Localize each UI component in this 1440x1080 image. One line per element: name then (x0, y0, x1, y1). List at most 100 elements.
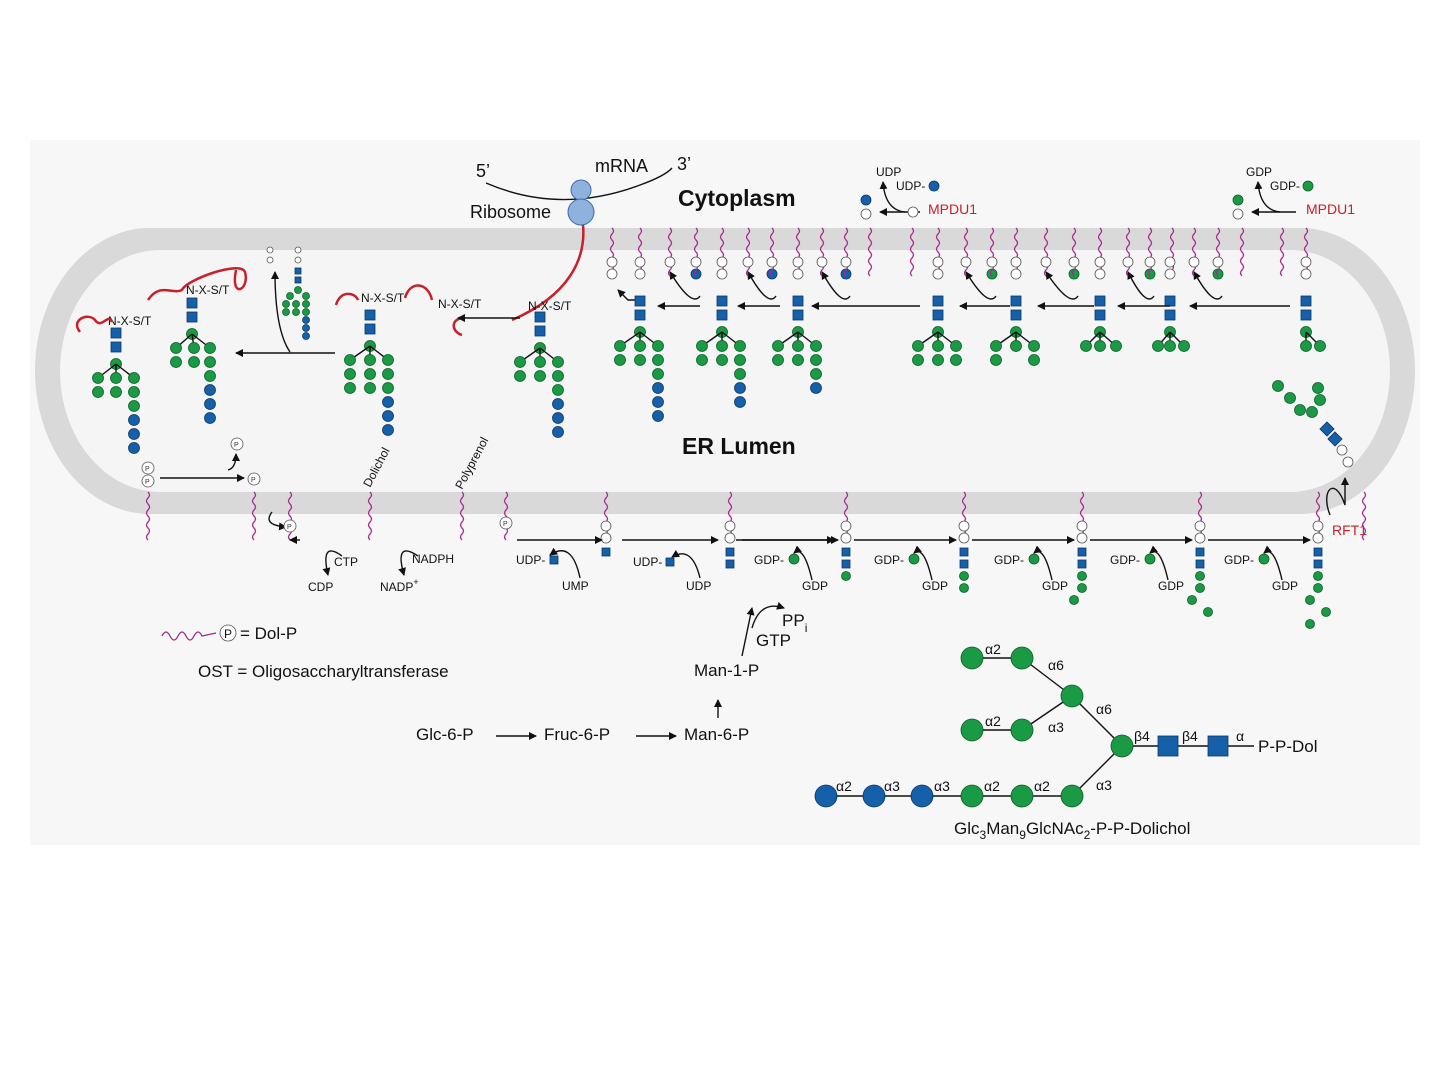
cofactor-gdp: GDP (922, 579, 948, 593)
dolichol-chain (1303, 227, 1309, 277)
glc3man9glcnac2-structure: α2 α6 α2 α3 α6 β4 β4 α α2 α3 α3 α2 α2 α3… (814, 641, 1318, 842)
label-rft1: RFT1 (1332, 522, 1367, 538)
nascent-peptide (511, 224, 585, 322)
dolichol-legend-icon (161, 631, 217, 641)
dolichol-chain (1079, 491, 1085, 541)
mannose-icon (1300, 340, 1312, 352)
mannose-icon (382, 382, 394, 394)
svg-text:P: P (234, 442, 239, 449)
glucose-icon (652, 410, 664, 422)
glucose-icon (652, 382, 664, 394)
mrna-strand (485, 167, 673, 201)
glcnac-icon (1300, 309, 1312, 321)
dolichol-chain (1239, 227, 1245, 277)
mannose-icon (932, 340, 944, 352)
glucose-icon (734, 396, 746, 408)
mannose-icon (716, 354, 728, 366)
phosphate-icon (742, 256, 754, 268)
glcnac-icon (1010, 309, 1022, 321)
glucose-icon (928, 180, 940, 192)
mannose-icon (772, 354, 784, 366)
mannose-icon (1195, 571, 1205, 581)
dolichol-chain (609, 227, 615, 277)
mannose-icon (960, 784, 984, 808)
mannose-icon (990, 340, 1002, 352)
svg-text:α2: α2 (985, 713, 1001, 729)
mannose-icon (810, 340, 822, 352)
glcnac-icon (959, 559, 969, 569)
mannose-icon (1305, 619, 1315, 629)
mannose-icon (1258, 553, 1270, 565)
mannose-icon (990, 354, 1002, 366)
mannose-icon (382, 368, 394, 380)
glucose-icon (128, 428, 140, 440)
mannose-icon (1164, 340, 1176, 352)
svg-text:P: P (145, 466, 150, 473)
phosphate-icon (1010, 256, 1022, 268)
glucose-icon (128, 414, 140, 426)
mannose-icon (696, 354, 708, 366)
mannose-icon (734, 368, 746, 380)
cofactor-gdp: GDP (802, 579, 828, 593)
svg-text:P: P (251, 477, 256, 484)
phosphate-icon (907, 206, 919, 218)
label-mrna: mRNA (595, 156, 648, 176)
cofactor-ctp: CTP (334, 555, 358, 569)
glcnac-icon (186, 311, 198, 323)
mannose-icon (188, 356, 200, 368)
cofactor-udp-bottom: UDP (686, 579, 711, 593)
glycan-tree (344, 309, 394, 436)
phosphate-icon (1076, 532, 1088, 544)
glcnac-icon (1010, 295, 1022, 307)
mannose-icon (959, 583, 969, 593)
mannose-icon (170, 342, 182, 354)
mannose-icon (960, 646, 984, 670)
label-cytoplasm: Cytoplasm (678, 185, 796, 211)
mannose-icon (1010, 340, 1022, 352)
phosphate-icon (634, 268, 646, 280)
mannose-icon (696, 340, 708, 352)
mannose-icon (1152, 340, 1164, 352)
glcnac-icon (792, 295, 804, 307)
mannose-icon (552, 356, 564, 368)
svg-text:α3: α3 (884, 778, 900, 794)
pathway-glc6p: Glc-6-P (416, 725, 474, 744)
mannose-icon (841, 571, 851, 581)
phosphate-icon (958, 520, 970, 532)
dolichol-anchors (145, 227, 1367, 544)
glycan-tree (1300, 295, 1326, 352)
pathway-man6p: Man-6-P (684, 725, 749, 744)
cofactor-gdp-man-top: GDP- (1270, 179, 1300, 193)
cofactor-ump: UMP (562, 579, 589, 593)
glcnac-icon (534, 311, 546, 323)
structure-anchor: P-P-Dol (1258, 737, 1318, 756)
glycan-tree (514, 311, 564, 438)
mannose-icon (364, 382, 376, 394)
glcnac-icon (959, 547, 969, 557)
mannose-icon (1302, 180, 1314, 192)
glucose-icon (910, 784, 934, 808)
mannose-icon (1080, 340, 1092, 352)
mannose-icon (204, 342, 216, 354)
mannose-icon (1110, 734, 1134, 758)
svg-text:α3: α3 (1048, 719, 1064, 735)
svg-text:α2: α2 (836, 778, 852, 794)
dolichol-chain (745, 227, 751, 277)
mannose-icon (514, 356, 526, 368)
phosphate-icon (1094, 268, 1106, 280)
glcnac-icon (110, 341, 122, 353)
mannose-icon (552, 384, 564, 396)
phosphate-icon (792, 256, 804, 268)
phosphate-icon (1212, 256, 1224, 268)
glcnac-icon (841, 547, 851, 557)
glycan-tree (772, 295, 822, 394)
mannose-icon (1294, 404, 1306, 416)
mannose-icon (1232, 194, 1244, 206)
dolichol-chain (251, 491, 257, 541)
glycan-tree (614, 295, 664, 422)
cofactor-udp-glcnac-1: UDP- (516, 553, 545, 567)
phosphate-icon (1312, 520, 1324, 532)
dolichol-chain (503, 491, 509, 541)
glucose-icon (734, 382, 746, 394)
